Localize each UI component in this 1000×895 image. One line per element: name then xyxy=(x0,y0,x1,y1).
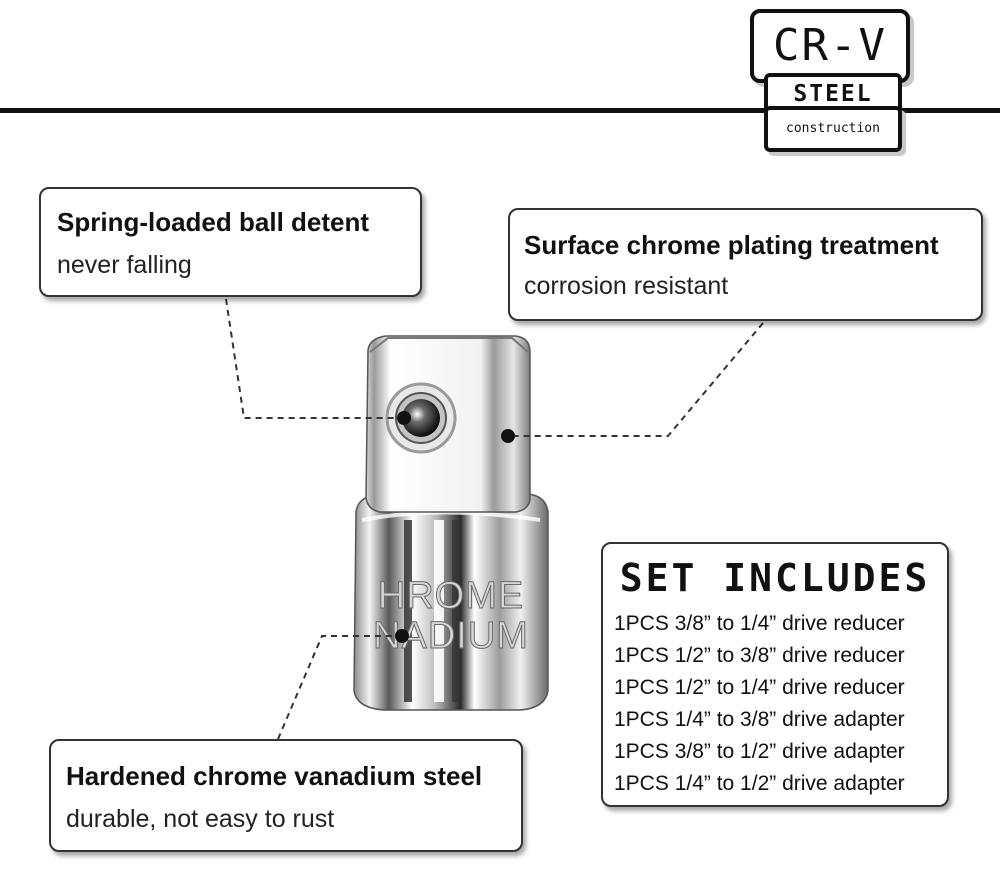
callout-subtitle: never falling xyxy=(57,251,192,279)
list-item: 1PCS 1/2” to 1/4” drive reducer xyxy=(614,676,905,699)
leader-dot-detent xyxy=(397,411,411,425)
leader-line-plating xyxy=(508,322,764,437)
callout-ball-detent: Spring-loaded ball detent never falling xyxy=(39,187,422,297)
leader-dot-steel xyxy=(395,629,409,643)
engraving-line1: HROME xyxy=(378,575,524,617)
crv-badge: CR-V xyxy=(750,9,910,83)
callout-title: Hardened chrome vanadium steel xyxy=(66,761,483,791)
ball-detent xyxy=(385,382,457,454)
list-item: 1PCS 1/4” to 1/2” drive adapter xyxy=(614,772,905,795)
list-item: 1PCS 1/2” to 3/8” drive reducer xyxy=(614,644,905,667)
list-item: 1PCS 3/8” to 1/4” drive reducer xyxy=(614,612,905,635)
callout-title: Surface chrome plating treatment xyxy=(524,230,939,260)
header-rule xyxy=(0,108,1000,113)
list-item: 1PCS 3/8” to 1/2” drive adapter xyxy=(614,740,905,763)
callout-chrome-vanadium: Hardened chrome vanadium steel durable, … xyxy=(49,739,523,852)
leader-dot-plating xyxy=(501,429,515,443)
set-includes-title: SET INCLUDES xyxy=(619,556,931,600)
set-includes-box: SET INCLUDES 1PCS 3/8” to 1/4” drive red… xyxy=(601,542,949,807)
list-item: 1PCS 1/4” to 3/8” drive adapter xyxy=(614,708,905,731)
leader-line-steel xyxy=(277,635,402,740)
construction-badge: construction xyxy=(764,106,902,152)
callout-chrome-plating: Surface chrome plating treatment corrosi… xyxy=(508,208,983,321)
badge-title: CR-V xyxy=(773,20,887,71)
set-includes-list: 1PCS 3/8” to 1/4” drive reducer 1PCS 1/2… xyxy=(614,608,905,800)
callout-subtitle: corrosion resistant xyxy=(524,272,729,300)
callout-title: Spring-loaded ball detent xyxy=(57,207,370,237)
callout-subtitle: durable, not easy to rust xyxy=(66,805,335,833)
badge-steel: STEEL xyxy=(793,81,873,107)
badge-construction: construction xyxy=(786,121,880,136)
